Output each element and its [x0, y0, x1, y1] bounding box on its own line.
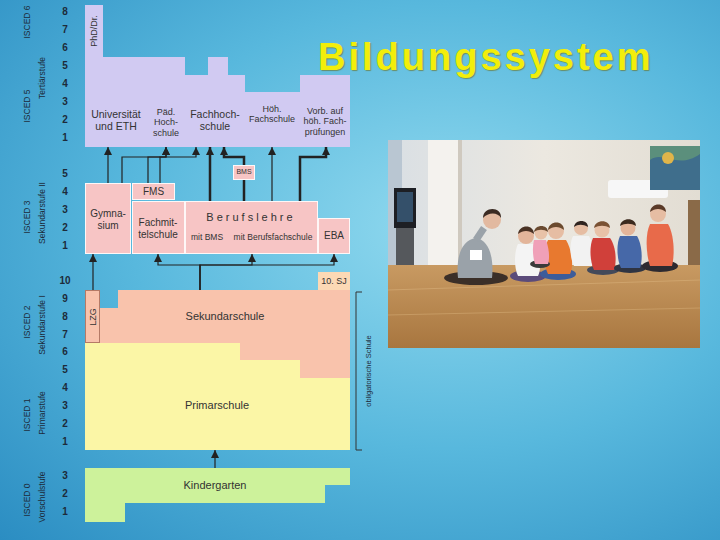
level-label: Sekundarstufe I	[38, 295, 47, 355]
box-label: Fachmit- telschule	[133, 217, 184, 240]
school-box: FMS	[132, 183, 175, 200]
flow-arrow	[224, 147, 244, 165]
year-number: 1	[62, 437, 68, 447]
year-number: 3	[62, 205, 68, 215]
degree-box: PhD/Dr.	[85, 5, 103, 57]
box-label: 10. SJ	[321, 276, 347, 286]
exam-box: Vorb. auf höh. Fach- prüfungen	[300, 75, 350, 147]
box-label: Vorb. auf höh. Fach- prüfungen	[301, 106, 349, 137]
flow-arrow	[107, 147, 108, 183]
year-number: 6	[62, 347, 68, 357]
box-label: Gymna- sium	[86, 208, 130, 231]
year-number: 1	[62, 507, 68, 517]
box-label: Universität und ETH	[87, 108, 145, 132]
band-shape	[185, 57, 245, 147]
year-number: 1	[62, 241, 68, 251]
museum-photo	[388, 140, 700, 348]
flow-arrow	[160, 147, 196, 183]
year-number: 5	[62, 61, 68, 71]
level-label: Sekundarstufe II	[38, 182, 47, 244]
year-number: 3	[62, 97, 68, 107]
year-number: 3	[62, 471, 68, 481]
flow-arrow	[200, 254, 334, 290]
year-number: 4	[62, 79, 68, 89]
year-number: 10	[59, 276, 70, 286]
year-number: 9	[62, 294, 68, 304]
level-label: ISCED 5	[23, 89, 32, 122]
flow-arrow	[243, 180, 246, 201]
year-number: 7	[62, 330, 68, 340]
band-shape	[85, 468, 350, 522]
college-box: Päd. Hoch- schule	[148, 57, 185, 147]
school-box: BMS	[233, 165, 255, 180]
school-box: Gymna- sium	[85, 183, 131, 254]
year-number: 6	[62, 43, 68, 53]
apprenticeship-box: Berufslehre mit BMSmit Berufsfachschule	[185, 201, 318, 254]
box-label: Berufslehre	[187, 211, 315, 224]
year-number: 8	[62, 7, 68, 17]
year-number: 4	[62, 187, 68, 197]
box-label: Höh. Fachschule	[246, 104, 298, 125]
year-number: 8	[62, 312, 68, 322]
year-number: 5	[62, 169, 68, 179]
college-box: Höh. Fachschule	[245, 92, 300, 147]
flow-arrow	[214, 450, 215, 468]
school-band: Kindergarten	[85, 468, 350, 522]
box-label: Primarschule	[117, 399, 317, 412]
flow-arrow	[300, 147, 326, 201]
university-box: Universität und ETH	[85, 57, 148, 147]
slide-title: Bildungssystem	[318, 38, 654, 76]
college-box: Fachhoch- schule	[185, 57, 245, 147]
box-label: EBA	[324, 230, 344, 242]
flow-arrow	[271, 147, 272, 201]
box-label: PhD/Dr.	[89, 15, 99, 47]
bracket	[356, 292, 362, 450]
level-label: Primarstufe	[38, 391, 47, 434]
year-number: 4	[62, 383, 68, 393]
flow-arrow	[200, 254, 252, 290]
box-label: mit BMS	[186, 233, 228, 243]
year-number: 2	[62, 223, 68, 233]
level-label: ISCED 0	[23, 483, 32, 516]
year-number: 5	[62, 365, 68, 375]
flow-arrow	[148, 147, 166, 183]
box-label: Päd. Hoch- schule	[149, 107, 184, 138]
level-label: ISCED 1	[23, 398, 32, 431]
box-label: LZG	[87, 308, 97, 326]
year-number: 2	[62, 419, 68, 429]
year-number: 2	[62, 489, 68, 499]
box-label: Kindergarten	[115, 479, 315, 492]
box-label: BMS	[236, 168, 251, 176]
school-box: 10. SJ	[318, 272, 350, 290]
flow-arrow	[92, 254, 93, 290]
year-number: 1	[62, 133, 68, 143]
box-label: FMS	[143, 186, 164, 198]
year-number: 3	[62, 401, 68, 411]
level-label: ISCED 2	[23, 305, 32, 338]
bracket-label: obligatorische Schule	[365, 335, 373, 406]
box-label: Sekundarschule	[125, 310, 325, 323]
flow-arrow	[158, 254, 200, 290]
box-label: Fachhoch- schule	[187, 108, 243, 132]
school-box: EBA	[318, 218, 350, 254]
level-label: Tertiärstufe	[38, 57, 47, 99]
school-box: Fachmit- telschule	[132, 201, 185, 254]
level-label: ISCED 6	[23, 5, 32, 38]
year-number: 7	[62, 25, 68, 35]
school-box: LZG	[85, 290, 100, 343]
box-label: mit Berufsfachschule	[228, 233, 318, 243]
level-label: ISCED 3	[23, 200, 32, 233]
year-number: 2	[62, 115, 68, 125]
band-shape	[85, 343, 350, 450]
level-label: Vorschulstufe	[38, 471, 47, 522]
flow-arrow	[209, 147, 212, 201]
school-band: Primarschule	[85, 343, 350, 450]
